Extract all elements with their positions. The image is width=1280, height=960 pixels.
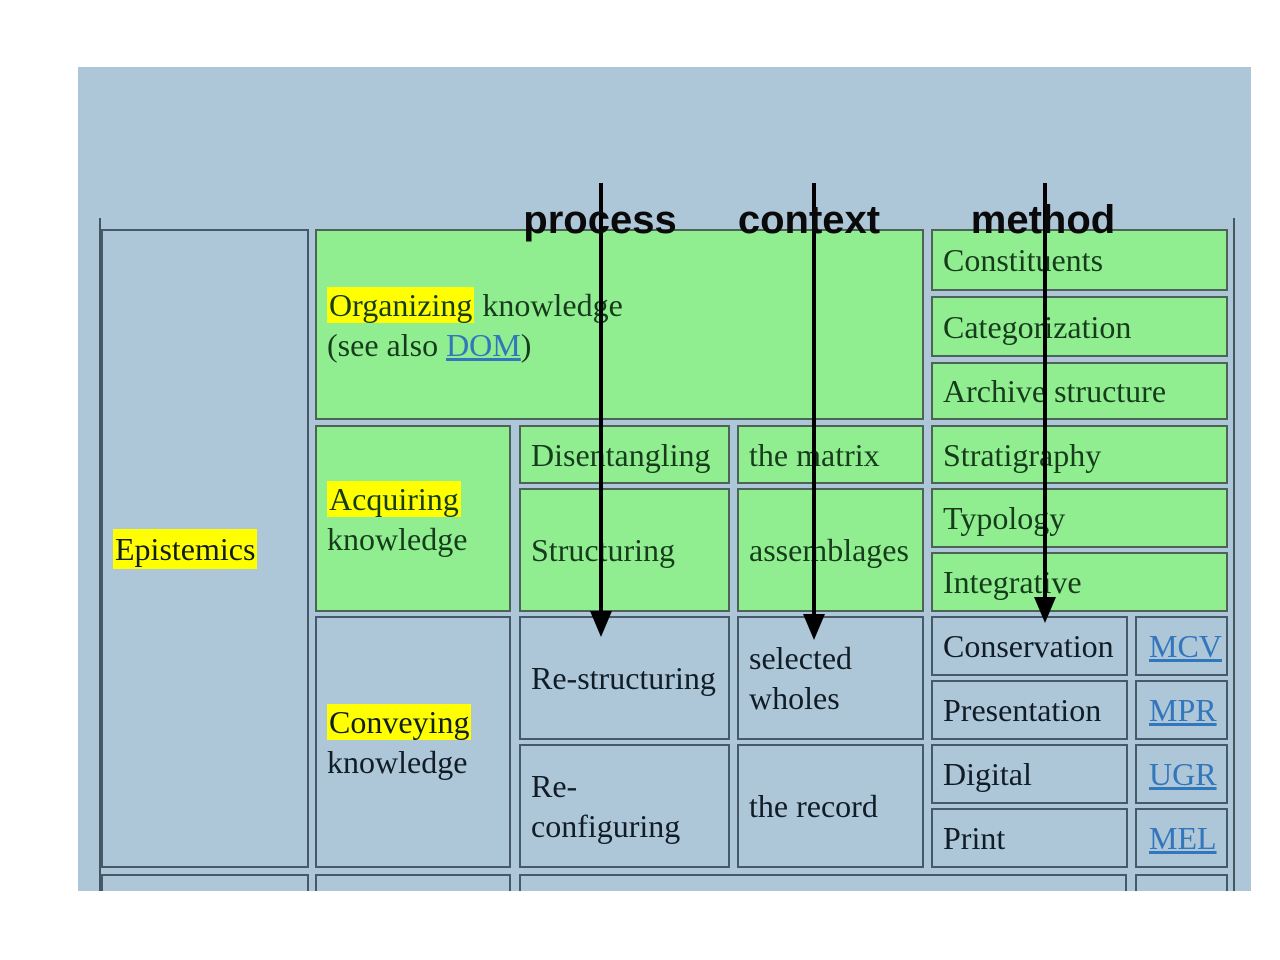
conveying-rest: knowledge — [327, 744, 468, 780]
partial-row-cell-2 — [315, 874, 511, 891]
cell-selected-wholes: selected wholes — [737, 616, 924, 740]
acquiring-highlight: Acquiring — [327, 480, 461, 517]
screenshot-panel: process context method Epistemics Organi… — [78, 67, 1251, 891]
re-configuring-text: Re-configuring — [531, 768, 681, 844]
cell-the-record: the record — [737, 744, 924, 868]
cell-disentangling: Disentangling — [519, 425, 730, 484]
method-arrow-down-icon — [1034, 597, 1056, 623]
cell-conservation: Conservation — [931, 616, 1128, 676]
mpr-link[interactable]: MPR — [1149, 692, 1217, 728]
cell-acquiring-knowledge: Acquiring knowledge — [315, 425, 511, 612]
mel-link[interactable]: MEL — [1149, 820, 1217, 856]
context-label: context — [737, 198, 881, 242]
process-arrow-down-icon — [590, 611, 612, 637]
cell-categorization: Categorization — [931, 296, 1228, 357]
disentangling-text: Disentangling — [531, 436, 711, 473]
dom-link[interactable]: DOM — [446, 326, 521, 363]
acquiring-rest: knowledge — [327, 520, 468, 557]
digital-text: Digital — [943, 756, 1032, 792]
cell-assemblages: assemblages — [737, 488, 924, 612]
conservation-text: Conservation — [943, 628, 1114, 664]
method-label: method — [970, 198, 1116, 242]
cell-archive-structure: Archive structure — [931, 362, 1228, 420]
cell-typology: Typology — [931, 488, 1228, 548]
selected-wholes-text: selected wholes — [749, 640, 853, 716]
cell-conveying-knowledge: Conveying knowledge — [315, 616, 511, 868]
cell-re-structuring: Re-structuring — [519, 616, 730, 740]
cell-ugr: UGR — [1135, 744, 1228, 804]
cell-stratigraphy: Stratigraphy — [931, 425, 1228, 484]
see-also-prefix: (see also — [327, 326, 447, 363]
partial-row-cell-4 — [1135, 874, 1228, 891]
cell-mcv: MCV — [1135, 616, 1228, 676]
cell-mpr: MPR — [1135, 680, 1228, 740]
cell-organizing-knowledge: Organizing knowledge (see also DOM) — [315, 229, 924, 420]
the-record-text: the record — [749, 788, 878, 824]
context-arrow-down-icon — [803, 614, 825, 640]
assemblages-text: assemblages — [749, 532, 909, 568]
process-arrow-shaft — [599, 183, 603, 611]
ugr-link[interactable]: UGR — [1149, 756, 1217, 792]
mcv-link[interactable]: MCV — [1149, 628, 1222, 664]
print-text: Print — [943, 820, 1006, 856]
cell-constituents: Constituents — [931, 229, 1228, 291]
cell-print: Print — [931, 808, 1128, 868]
categorization-text: Categorization — [943, 308, 1132, 345]
see-also-suffix: ) — [520, 326, 532, 363]
context-arrow-shaft — [812, 183, 816, 614]
cell-structuring: Structuring — [519, 488, 730, 612]
cell-re-configuring: Re-configuring — [519, 744, 730, 868]
method-arrow-shaft — [1043, 183, 1047, 597]
constituents-text: Constituents — [943, 242, 1104, 278]
epistemics-highlight: Epistemics — [113, 528, 258, 569]
cell-mel: MEL — [1135, 808, 1228, 868]
re-structuring-text: Re-structuring — [531, 660, 716, 696]
cell-digital: Digital — [931, 744, 1128, 804]
partial-row-cell-1 — [101, 874, 309, 891]
cell-the-matrix: the matrix — [737, 425, 924, 484]
stratigraphy-text: Stratigraphy — [943, 436, 1102, 473]
presentation-text: Presentation — [943, 692, 1102, 728]
organizing-highlight: Organizing — [327, 286, 475, 323]
integrative-text: Integrative — [943, 564, 1082, 600]
cell-epistemics: Epistemics — [101, 229, 309, 868]
cell-presentation: Presentation — [931, 680, 1128, 740]
conveying-highlight: Conveying — [327, 704, 472, 740]
archive-structure-text: Archive structure — [943, 373, 1167, 409]
table-outer-border — [99, 218, 1235, 891]
partial-row-cell-3 — [519, 874, 1127, 891]
cell-integrative: Integrative — [931, 552, 1228, 612]
process-label: process — [523, 198, 677, 242]
